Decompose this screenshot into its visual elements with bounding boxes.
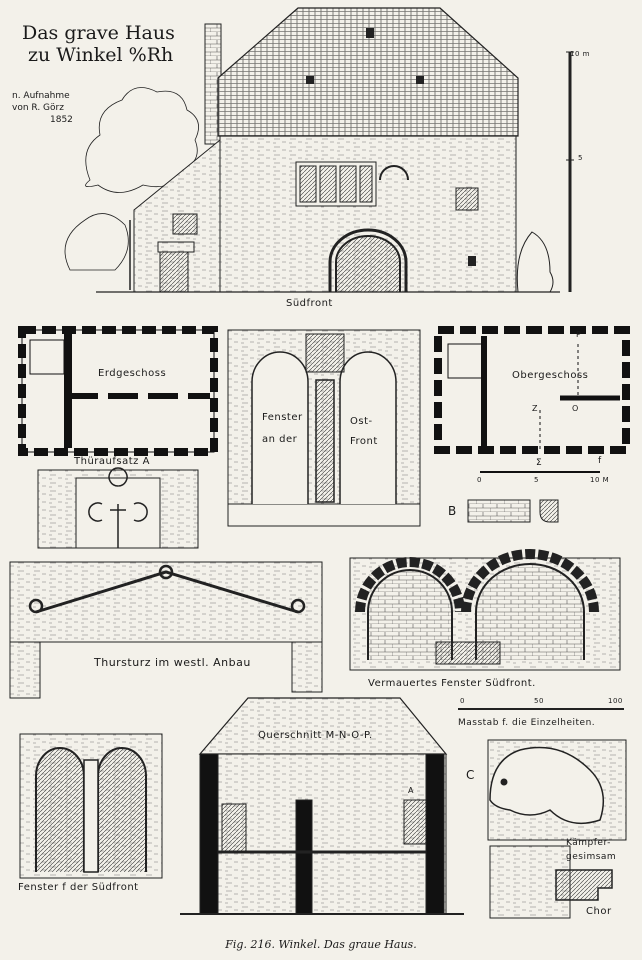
sheet-title: Das grave Haus zu Winkel %Rh [22, 22, 175, 66]
label-plan-scale-5: 5 [534, 476, 539, 484]
survey-credit: n. Aufnahme von R. Görz 1852 [12, 91, 73, 125]
twin-window [455, 187, 479, 211]
detail-b-drawing [467, 499, 559, 523]
label-east-window-3: Ost- [350, 416, 373, 427]
scale-label-10m: 10 m [570, 50, 590, 58]
label-east-window-2: an der [262, 434, 298, 445]
cross-ornament [305, 333, 345, 373]
lintel-drawing [9, 561, 323, 699]
label-upper-floor: Obergeschoss [512, 370, 589, 381]
tree-illustration [64, 87, 199, 290]
dormer-right [416, 76, 424, 84]
south-front-elevation [64, 7, 574, 293]
label-choir: Chor [586, 906, 612, 917]
label-ground-floor: Erdgeschoss [98, 368, 167, 379]
label-plan-f: f [598, 456, 602, 466]
label-east-window-1: Fenster [262, 412, 303, 423]
label-south-front: Südfront [286, 298, 333, 309]
label-impost-2: gesimsam [566, 852, 617, 862]
label-impost-1: Kämpfer- [566, 838, 611, 848]
annex-window [172, 213, 198, 235]
label-window-f: Fenster f der Südfront [18, 882, 139, 893]
shrub [516, 231, 554, 293]
east-front-window-elevation [227, 329, 421, 527]
dormer-left [306, 76, 314, 84]
label-detail-b: B [448, 504, 457, 518]
label-door-top-a: Thüraufsatz A [74, 456, 150, 467]
window-f-drawing [19, 733, 163, 879]
label-plan-p: P [576, 330, 582, 339]
ground-floor-plan [18, 326, 218, 456]
label-detail-scale-0: 0 [460, 697, 465, 705]
label-detail-scale-100: 100 [608, 697, 623, 705]
label-plan-z: Z [532, 404, 538, 413]
label-east-window-4: Front [350, 436, 378, 447]
door-top-a-drawing [37, 467, 199, 549]
walled-window-drawing [349, 549, 621, 671]
label-plan-o: O [572, 404, 579, 413]
label-cross-section: Querschnitt M-N-O-P. [258, 730, 373, 741]
label-detail-scale-50: 50 [534, 697, 544, 705]
label-plan-scale-10: 10 M [590, 476, 610, 484]
label-walled-window: Vermauertes Fenster Südfront. [368, 678, 536, 689]
central-column [315, 379, 335, 503]
small-arch [379, 165, 409, 181]
cross-section-drawing [180, 697, 464, 915]
detail-c-beast-drawing [487, 739, 627, 919]
label-plan-sigma: Σ [536, 458, 543, 468]
label-section-a: A [408, 786, 414, 795]
annex-door [159, 251, 189, 293]
figure-caption: Fig. 216. Winkel. Das graue Haus. [225, 938, 417, 951]
vertical-scale-bar [566, 51, 574, 292]
label-detail-c: C [466, 768, 475, 782]
arched-door [335, 235, 401, 292]
trefoil-cross [88, 467, 148, 548]
hip-roof [217, 7, 519, 137]
label-lintel: Thursturz im westl. Anbau [94, 656, 251, 669]
scale-label-5: 5 [578, 154, 583, 162]
label-detail-scale: Masstab f. die Einzelheiten. [458, 718, 596, 728]
upper-floor-plan [434, 326, 630, 473]
dormer-top [366, 28, 374, 38]
label-plan-scale-0: 0 [477, 476, 482, 484]
